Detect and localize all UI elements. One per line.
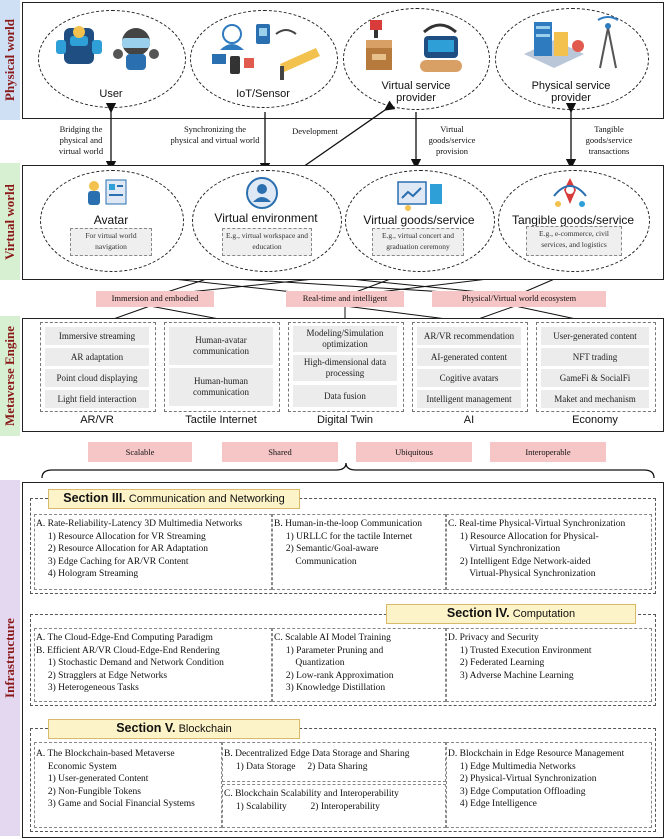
engine-item: Data fusion [293,385,397,407]
iot-sensor-label: IoT/Sensor [236,88,290,100]
avatar-icon [88,179,127,205]
chain-text-c: C. Blockchain Scalability and Interopera… [224,789,399,812]
engine-item: Human-avatar communication [169,327,273,365]
engine-item: Immersive streaming [45,327,149,345]
comp-text-c: D. Privacy and Security 1) Trusted Execu… [448,633,592,681]
engine-item: GameFi & SocialFi [541,369,649,387]
engine-item: AR adaptation [45,348,149,366]
comm-text-c: C. Real-time Physical-Virtual Synchroniz… [448,519,626,579]
engine-col-tactile [164,322,280,412]
engine-item: Point cloud displaying [45,369,149,387]
engine-col-title-ai: AI [463,414,475,426]
engine-col-ai [412,322,528,412]
chain-box-b [222,742,446,782]
feature-realtime: Real-time and intelligent [286,291,404,307]
virtual-goods-label: Virtual goods/service [363,213,475,227]
tangible-goods-icon [553,178,587,207]
engine-col-economy [536,322,656,412]
comp-text-a: A. The Cloud-Edge-End Computing Paradigm… [36,633,224,693]
user-label: User [99,88,123,100]
chain-box-d [446,742,652,828]
feature-immersion: Immersion and embodied [96,291,214,307]
virtual-goods-note: E.g., virtual concert and graduation cer… [372,228,464,256]
engine-item: High-dimensional data processing [293,355,397,381]
engine-col-title-arvr: AR/VR [80,414,114,426]
comm-box-b [272,514,446,590]
chain-box-c [222,784,446,828]
virtual-environment-icon [246,177,278,209]
comp-box-a [34,628,272,702]
infrastructure-label: Infrastructure [0,480,20,836]
physical-service-provider-icon [524,16,619,69]
chain-box-a [34,742,222,828]
engine-col-title-tactile: Tactile Internet [185,414,257,426]
comm-text-a: A. Rate-Reliability-Latency 3D Multimedi… [36,519,243,579]
edge-label-synchronizing: Synchronizing the physical and virtual w… [170,124,260,145]
comp-text-b: C. Scalable AI Model Training 1) Paramet… [274,633,394,693]
chain-text-a: A. The Blockchain-based Metaverse Econom… [36,749,195,809]
engine-item: Maket and mechanism [541,390,649,408]
infrastructure-layer [22,482,664,838]
engine-col-arvr [40,322,156,412]
virtual-environment-label: Virtual environment [214,211,318,225]
virtual-world-label: Virtual world [0,163,20,280]
chain-text-b: B. Decentralized Edge Data Storage and S… [224,749,410,772]
virtual-service-provider-icon [366,20,462,72]
brace [41,462,655,479]
engine-item: Modeling/Simulation optimization [293,326,397,352]
section-computation-tag: Section IV. Computation [386,604,636,624]
engine-item: User-generated content [541,327,649,345]
property-ubiquitous: Ubiquitous [356,442,472,462]
comp-box-b [272,628,446,702]
avatar-note: For virtual world navigation [70,228,152,256]
engine-item: AI-generated content [417,348,521,366]
physical-service-provider-label: Physical service provider [531,80,611,104]
engine-item: AR/VR recommendation [417,327,521,345]
engine-item: NFT trading [541,348,649,366]
engine-col-title-digital-twin: Digital Twin [316,414,374,426]
virtual-service-provider-label: Virtual service provider [381,80,451,104]
tangible-goods-note: E.g., e-commerce, civil services, and lo… [526,226,622,256]
iot-sensor-icon [212,24,320,80]
property-scalable: Scalable [88,442,192,462]
edge-label-virtual-provision: Virtual goods/service provision [428,124,476,156]
avatar-label: Avatar [93,213,129,227]
engine-item: Intelligent management [417,390,521,408]
edge-label-tangible-transactions: Tangible goods/service transactions [585,124,633,156]
user-node [38,10,186,108]
engine-item: Cogitive avatars [417,369,521,387]
physical-world-label: Physical world [0,0,20,120]
section-computation [30,614,656,706]
virtual-environment-note: E.g., virtual workspace and education [222,228,312,256]
virtual-goods-icon [397,181,442,211]
section-communication-tag: Section III. Communication and Networkin… [48,489,300,509]
chain-text-d: D. Blockchain in Edge Resource Managemen… [448,749,625,809]
edge-label-development: Development [292,126,338,136]
engine-col-title-economy: Economy [572,414,618,426]
tangible-goods-label: Tangible goods/service [511,213,635,227]
comm-box-a [34,514,272,590]
property-interoperable: Interoperable [490,442,606,462]
engine-item: Light field interaction [45,390,149,408]
comm-box-c [446,514,652,590]
engine-item: Human-human communication [169,368,273,406]
engine-col-digital-twin [288,322,404,412]
metaverse-engine-label: Metaverse Engine [0,316,20,436]
property-shared: Shared [222,442,338,462]
section-blockchain [30,728,656,832]
section-blockchain-tag: Section V. Blockchain [48,719,300,739]
section-communication [30,498,656,594]
edge-label-bridging: Bridging the physical and virtual world [58,124,104,156]
comp-box-c [446,628,652,702]
comm-text-b: B. Human-in-the-loop Communication 1) UR… [274,519,423,567]
feature-ecosystem: Physical/Virtual world ecosystem [432,291,606,307]
user-vr-icon [56,26,159,70]
